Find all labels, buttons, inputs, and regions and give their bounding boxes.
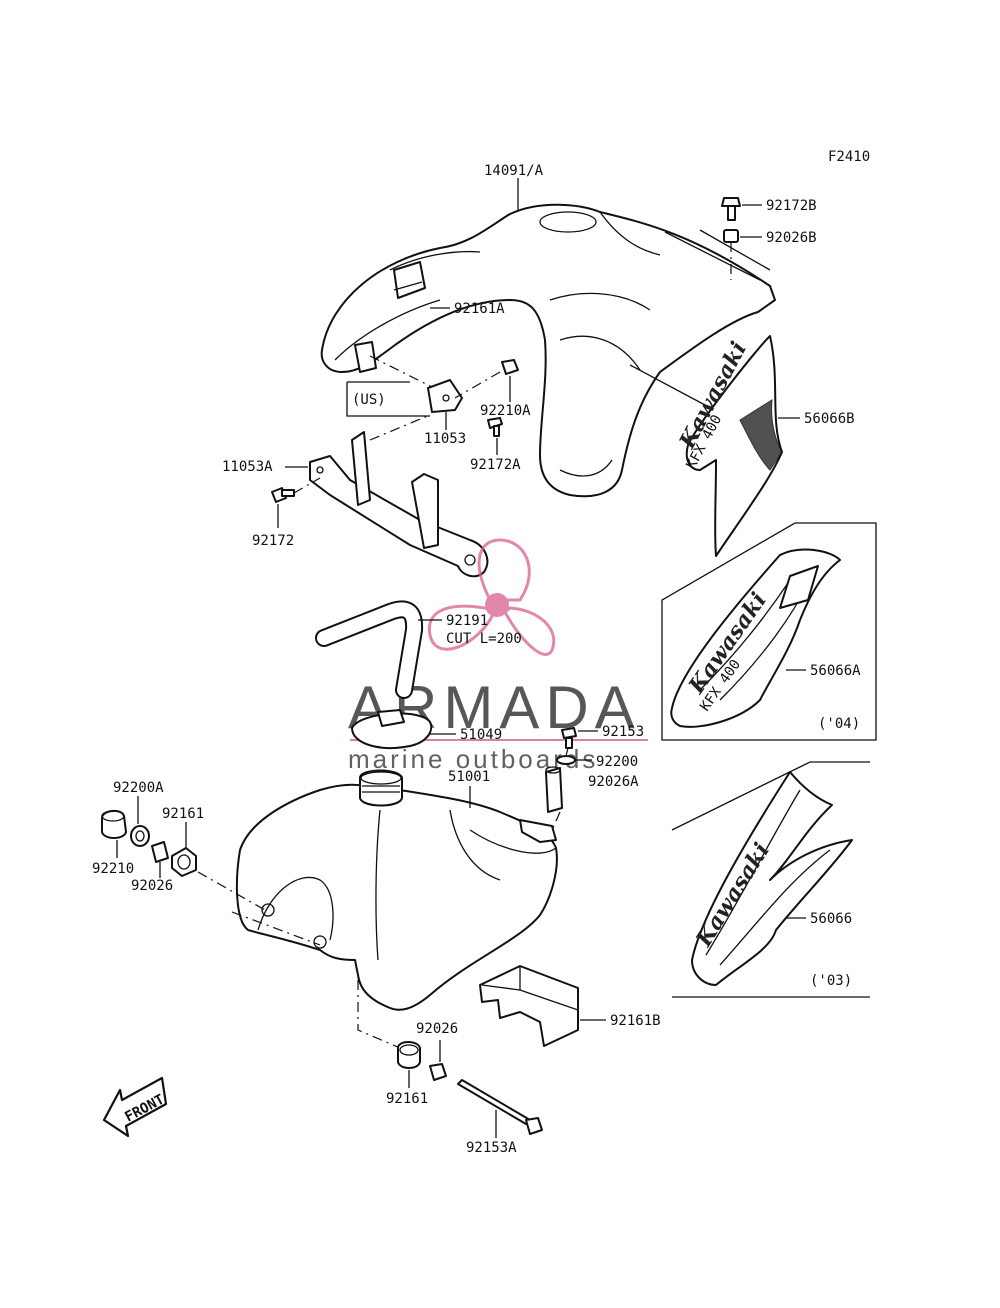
label-92161-bottom: 92161 xyxy=(386,1091,428,1107)
decal-56066a: Kawasaki KFX 400 xyxy=(670,548,841,728)
fuel-tank-51001 xyxy=(235,769,558,1011)
bracket-11053 xyxy=(427,379,463,413)
label-92161b: 92161B xyxy=(610,1013,661,1029)
collar-92200 xyxy=(556,755,576,765)
decal-56066b: Kawasaki KFX 400 xyxy=(674,335,783,557)
label-us: (US) xyxy=(352,392,386,408)
label-92153: 92153 xyxy=(602,724,644,740)
label-92191: 92191 xyxy=(446,613,488,629)
nut-92210 xyxy=(101,810,127,839)
label-year-03: ('03) xyxy=(810,973,852,989)
grommet-92161-bottom xyxy=(397,1041,421,1069)
label-92153a: 92153A xyxy=(466,1140,517,1156)
label-92026-bottom: 92026 xyxy=(416,1021,458,1037)
label-92172a: 92172A xyxy=(470,457,521,473)
label-51049: 51049 xyxy=(460,727,502,743)
grommet-92161 xyxy=(171,847,197,877)
label-92200: 92200 xyxy=(596,754,638,770)
label-11053: 11053 xyxy=(424,431,466,447)
label-56066: 56066 xyxy=(810,911,852,927)
washer-92200a xyxy=(130,825,150,847)
screw-92172a xyxy=(487,417,503,437)
figure-code: F2410 xyxy=(828,149,870,165)
front-fender xyxy=(320,203,776,498)
hose-92191 xyxy=(315,600,424,699)
label-56066a: 56066A xyxy=(810,663,861,679)
label-92161a: 92161A xyxy=(454,301,505,317)
clip-small xyxy=(354,341,377,373)
bolt-92172b xyxy=(721,197,741,221)
label-92172: 92172 xyxy=(252,533,294,549)
collar-92026 xyxy=(151,841,169,863)
label-14091a: 14091/A xyxy=(484,163,544,179)
label-92172b: 92172B xyxy=(766,198,817,214)
fuel-cap-51049 xyxy=(351,709,433,749)
front-arrow-icon: FRONT xyxy=(102,1076,168,1138)
label-year-04: ('04) xyxy=(818,716,860,732)
bracket-11053a xyxy=(309,431,489,578)
bolt-92172 xyxy=(271,487,295,503)
nut-92026b xyxy=(723,229,739,243)
label-56066b: 56066B xyxy=(804,411,855,427)
decal-56066: Kawasaki xyxy=(691,771,853,986)
label-92200a: 92200A xyxy=(113,780,164,796)
pad-92161a xyxy=(393,261,426,299)
label-92161: 92161 xyxy=(162,806,204,822)
label-92026a: 92026A xyxy=(588,774,639,790)
screw-92153 xyxy=(561,727,577,749)
label-92191-cut: CUT L=200 xyxy=(446,631,522,647)
bolt-92153a xyxy=(457,1079,543,1135)
label-51001: 51001 xyxy=(448,769,490,785)
label-92210: 92210 xyxy=(92,861,134,877)
nut-92210a xyxy=(501,359,519,375)
propeller-logo xyxy=(427,538,556,656)
collar-92026-bottom xyxy=(429,1063,447,1081)
label-92026b: 92026B xyxy=(766,230,817,246)
label-92026: 92026 xyxy=(131,878,173,894)
label-11053a: 11053A xyxy=(222,459,273,475)
label-92210a: 92210A xyxy=(480,403,531,419)
spacer-92026a xyxy=(545,766,563,813)
clamp-92161b xyxy=(479,965,579,1047)
